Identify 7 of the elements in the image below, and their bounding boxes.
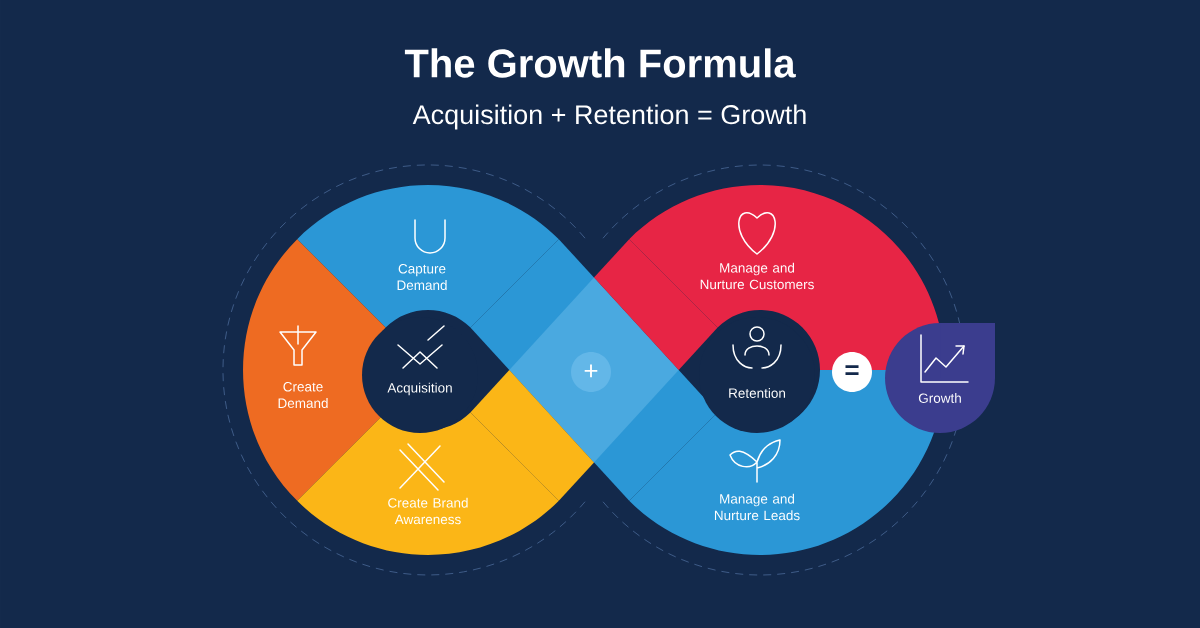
band-segment: Capture Demand — [297, 185, 559, 328]
growth-drop: Growth — [885, 323, 995, 433]
node-label: Acquisition — [387, 382, 452, 396]
subtitle: Acquisition + Retention = Growth — [412, 104, 806, 130]
title: The Growth Formula — [404, 48, 796, 78]
band-segment: Create Demand — [243, 239, 386, 501]
node-label: Retention — [729, 388, 786, 398]
